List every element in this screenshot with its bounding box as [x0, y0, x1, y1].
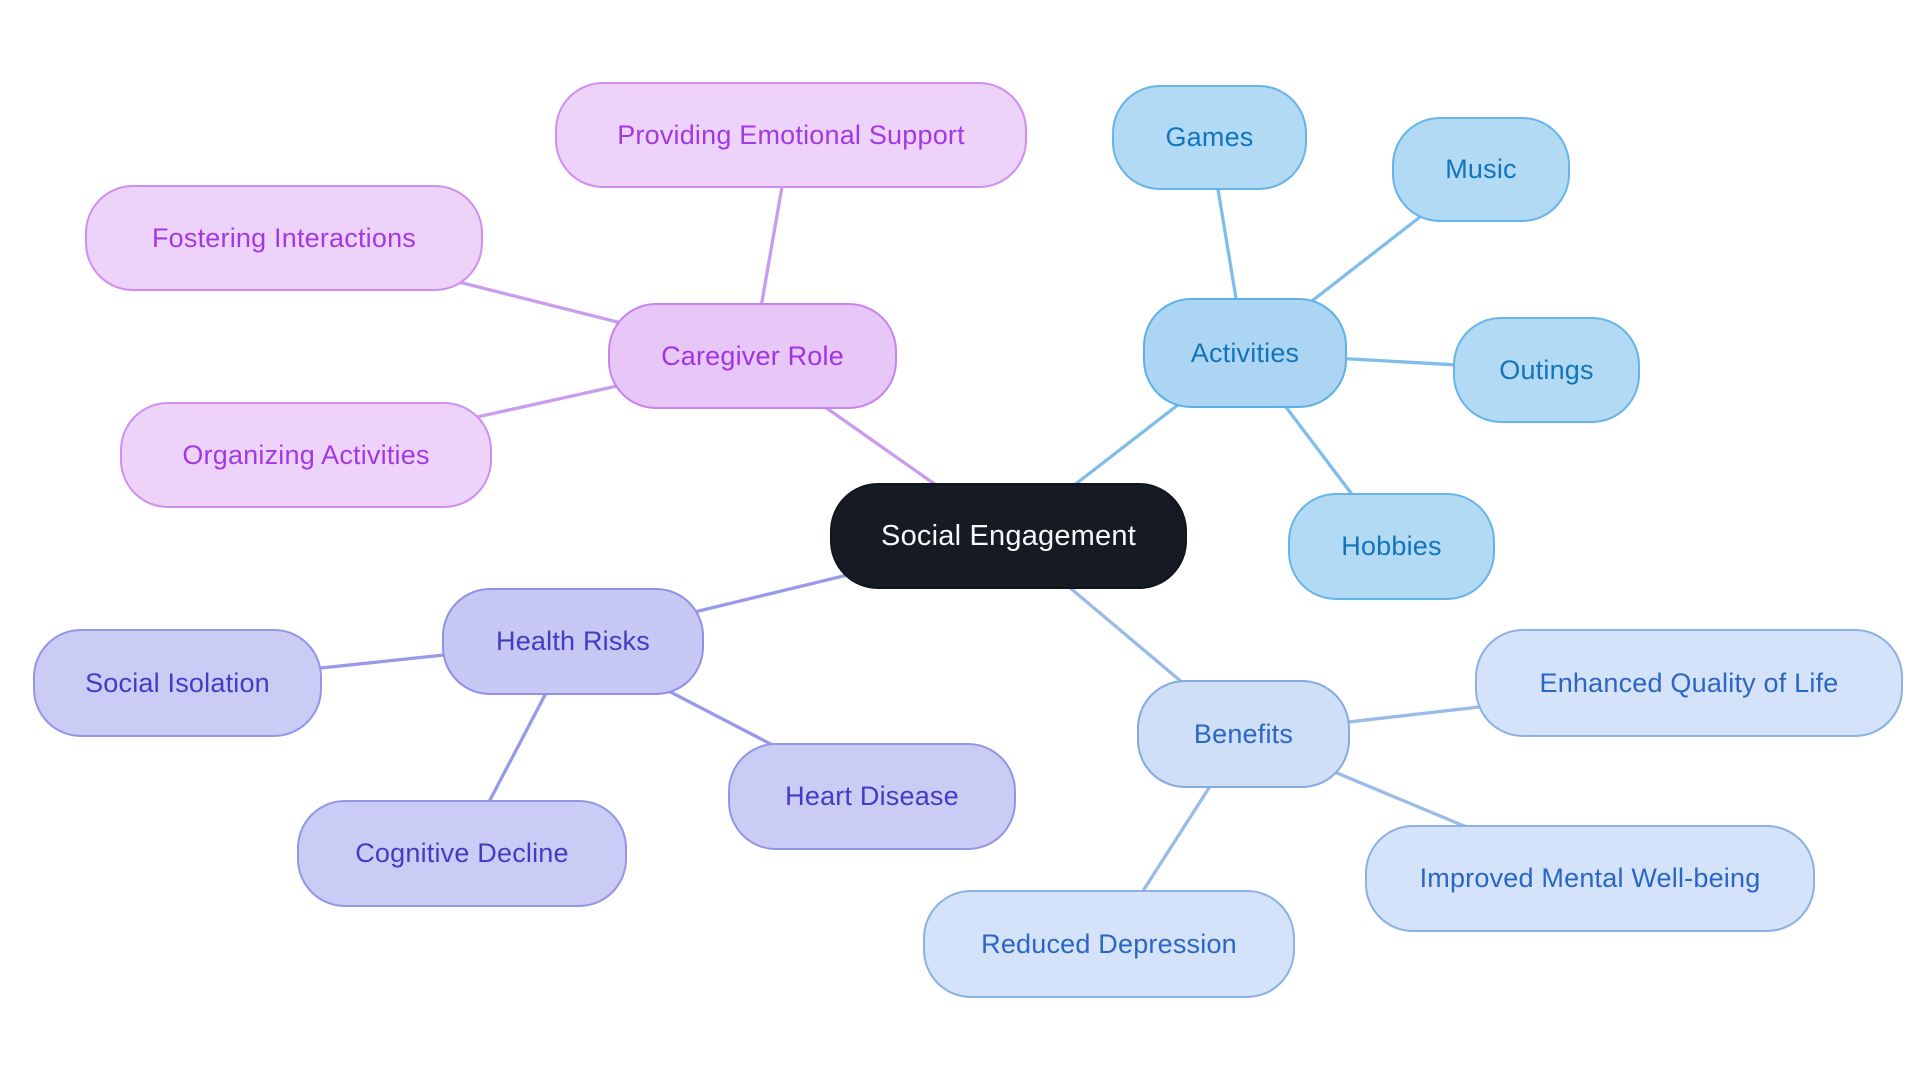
node-label: Fostering Interactions	[151, 222, 417, 253]
node-label: Enhanced Quality of Life	[1539, 667, 1839, 698]
node-label: Social Isolation	[85, 667, 270, 698]
node-cognitive-decline[interactable]: Cognitive Decline	[297, 800, 627, 907]
node-heart-disease[interactable]: Heart Disease	[728, 743, 1016, 850]
node-improved-mental-well-being[interactable]: Improved Mental Well-being	[1365, 825, 1815, 932]
node-reduced-depression[interactable]: Reduced Depression	[923, 890, 1295, 998]
node-label: Activities	[1190, 337, 1300, 368]
node-hobbies[interactable]: Hobbies	[1288, 493, 1495, 600]
node-organizing-activities[interactable]: Organizing Activities	[120, 402, 492, 508]
node-label: Improved Mental Well-being	[1419, 863, 1761, 893]
node-social-isolation[interactable]: Social Isolation	[33, 629, 322, 737]
node-enhanced-quality-of-life[interactable]: Enhanced Quality of Life	[1475, 629, 1903, 737]
node-label: Cognitive Decline	[355, 838, 569, 868]
node-label: Providing Emotional Support	[617, 119, 965, 150]
node-label: Heart Disease	[785, 781, 959, 811]
node-games[interactable]: Games	[1112, 85, 1307, 190]
node-benefits[interactable]: Benefits	[1137, 680, 1350, 788]
node-activities[interactable]: Activities	[1143, 298, 1347, 408]
node-providing-emotional-support[interactable]: Providing Emotional Support	[555, 82, 1027, 188]
node-label: Outings	[1499, 354, 1594, 385]
node-label: Reduced Depression	[981, 928, 1237, 959]
node-fostering-interactions[interactable]: Fostering Interactions	[85, 185, 483, 291]
node-health-risks[interactable]: Health Risks	[442, 588, 704, 695]
node-label: Benefits	[1193, 718, 1294, 749]
node-label: Games	[1165, 122, 1254, 152]
node-label: Music	[1445, 154, 1517, 184]
node-label: Health Risks	[496, 626, 650, 656]
node-label: Caregiver Role	[661, 340, 844, 371]
node-music[interactable]: Music	[1392, 117, 1570, 222]
node-label: Social Engagement	[881, 519, 1136, 552]
node-label: Hobbies	[1341, 531, 1442, 561]
node-outings[interactable]: Outings	[1453, 317, 1640, 423]
node-caregiver-role[interactable]: Caregiver Role	[608, 303, 897, 409]
node-social-engagement[interactable]: Social Engagement	[830, 483, 1187, 589]
node-label: Organizing Activities	[182, 439, 430, 470]
